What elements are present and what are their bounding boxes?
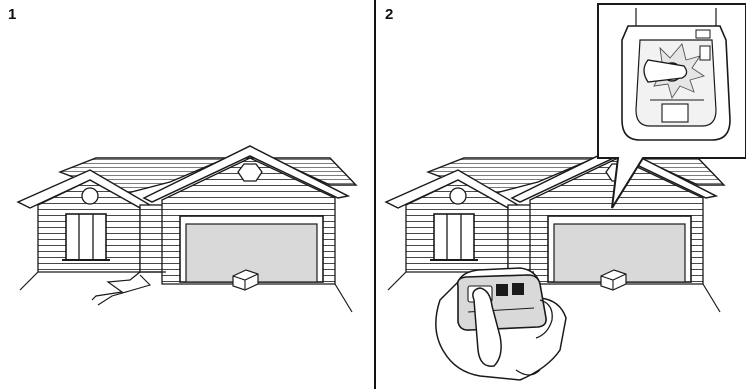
house-illustration (386, 146, 724, 312)
walkway (92, 272, 140, 300)
house-illustration (18, 146, 356, 312)
remote-control-icon (458, 275, 546, 330)
